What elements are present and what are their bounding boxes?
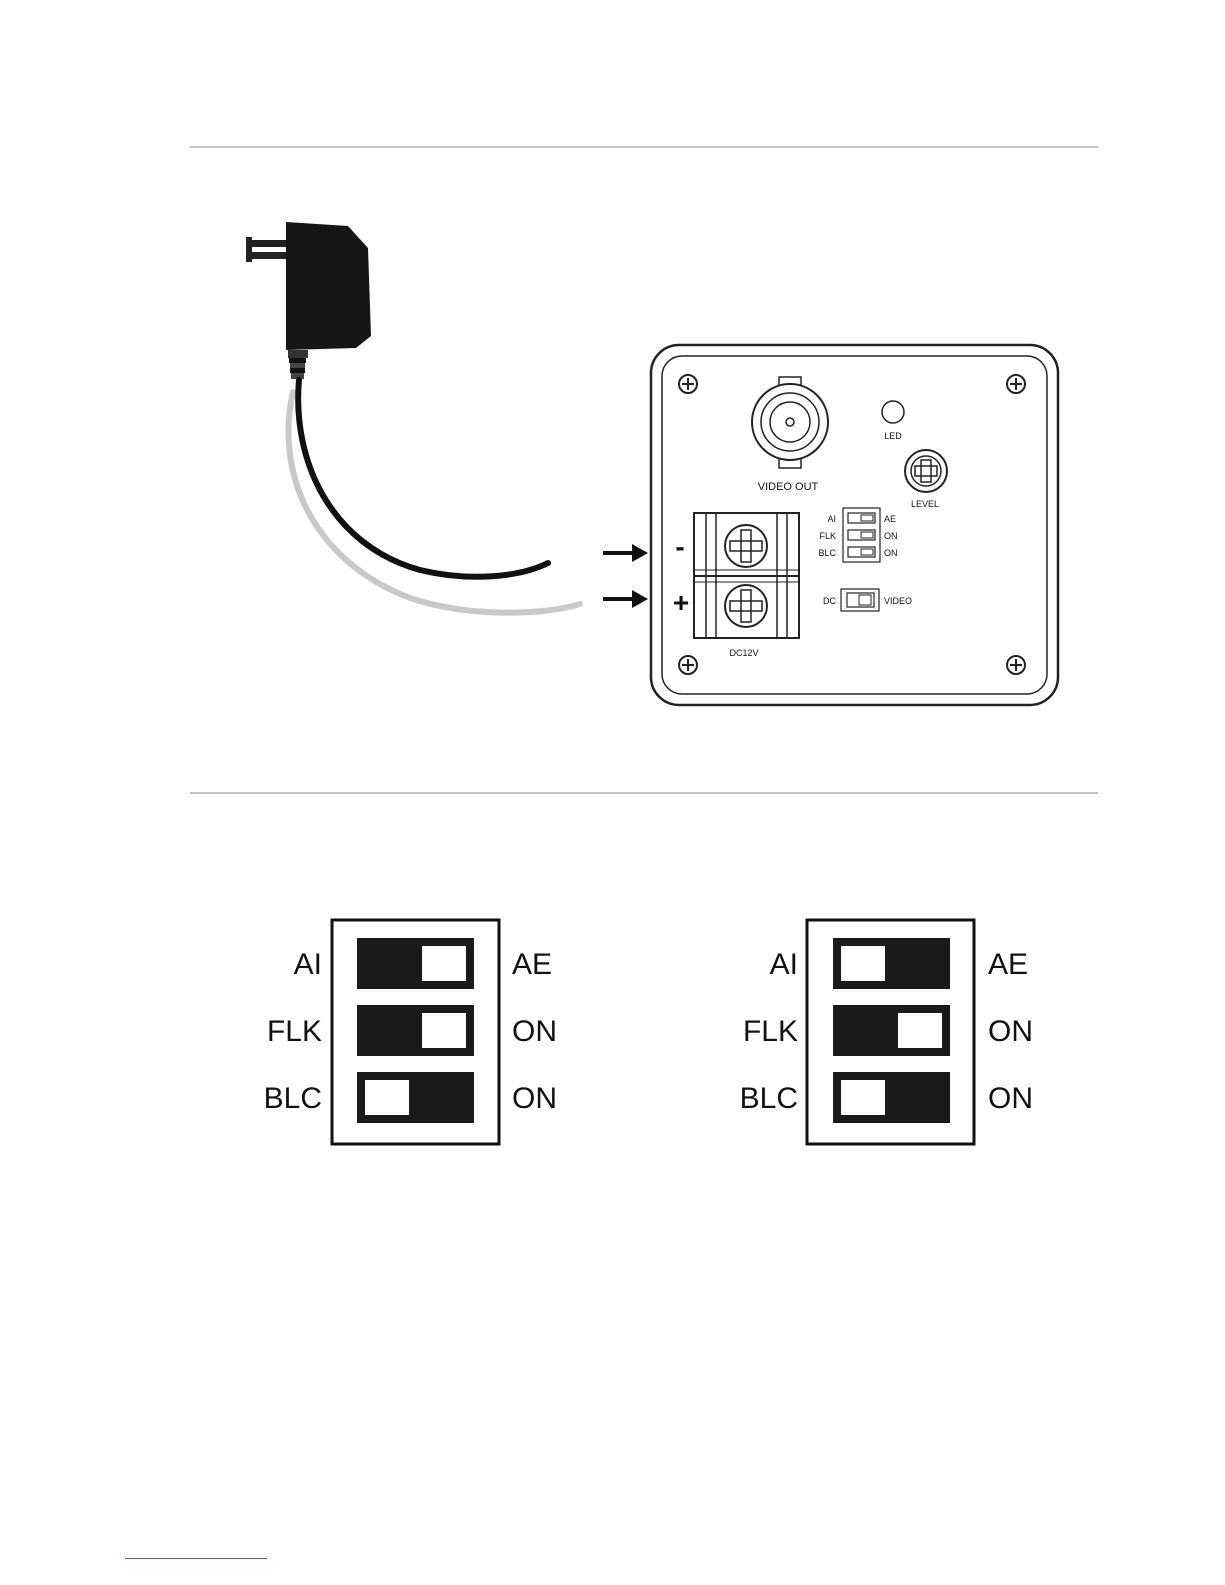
mini-switch-label: ON [884,548,898,558]
dc-label: DC [823,596,836,606]
dip-label-right: AE [988,948,1028,981]
dip-knob [365,1080,409,1115]
dip-label-left: AI [294,948,322,981]
terminal-screw-icon [725,525,767,567]
mini-switch-label: FLK [819,531,836,541]
dip-label-left: BLC [264,1082,322,1115]
level-knob-icon[interactable] [905,450,947,492]
dip-label-right: ON [988,1082,1033,1115]
camera-back-panel: VIDEO OUT LED LEVEL [651,345,1058,705]
dip-switch-panel-left: AI AE FLK ON BLC ON [264,920,557,1144]
led-icon [882,401,904,423]
dip-label-left: BLC [740,1082,798,1115]
dip-label-right: ON [512,1015,557,1048]
dip-knob [841,1080,885,1115]
arrow-minus-icon [632,544,648,562]
mini-switch-label: ON [884,531,898,541]
terminal-plus-label: + [673,587,689,618]
video-out-label: VIDEO OUT [758,481,819,493]
dip-label-left: AI [770,948,798,981]
dip-label-left: FLK [743,1015,798,1048]
dip-knob [898,1013,942,1048]
video-label: VIDEO [884,596,912,606]
adapter-body [286,222,371,350]
power-label: DC12V [729,648,758,658]
dip-label-right: ON [512,1082,557,1115]
mini-dip-switch [843,508,880,562]
mini-switch-label: BLC [818,548,836,558]
terminal-screw-icon [725,585,767,627]
dip-knob [422,946,466,981]
mini-switch-label: AE [884,514,896,524]
arrow-plus-icon [632,590,648,608]
dip-label-right: ON [988,1015,1033,1048]
power-adapter [246,222,580,613]
dip-knob [422,1013,466,1048]
dip-label-right: AE [512,948,552,981]
dc-video-switch[interactable] [841,589,879,611]
terminal-block [694,513,799,638]
positive-cable [288,392,580,613]
led-label: LED [884,431,902,441]
dip-label-left: FLK [267,1015,322,1048]
mini-switch-label: AI [827,514,836,524]
level-label: LEVEL [911,499,939,509]
dip-knob [841,946,885,981]
terminal-arrows [603,544,648,608]
terminal-minus-label: - [675,531,684,562]
dip-switch-panel-right: AI AE FLK ON BLC ON [740,920,1033,1144]
